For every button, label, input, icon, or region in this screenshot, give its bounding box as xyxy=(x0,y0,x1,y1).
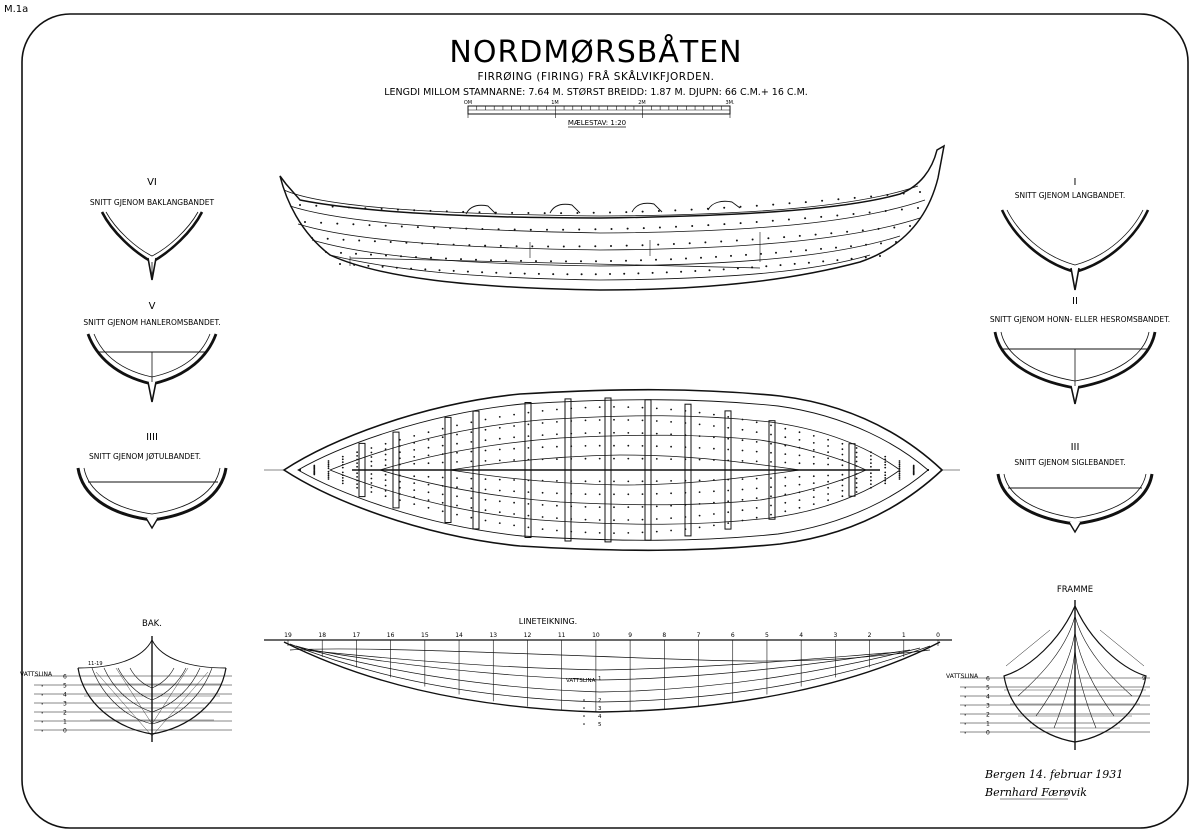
section-i-numeral: I xyxy=(1074,177,1077,188)
section-ii: II SNITT GJENOM HONN- ELLER HESROMSBANDE… xyxy=(990,296,1170,405)
section-v: V SNITT GJENOM HANLEROMSBANDET. xyxy=(83,301,221,403)
lines-waterline-number: 2 xyxy=(598,698,602,704)
scale-tick-3: 3M. xyxy=(725,100,734,106)
waterline-number: 6 xyxy=(986,676,990,683)
station-label: 8 xyxy=(662,632,666,639)
waterline-number: 2 xyxy=(63,710,67,717)
station-label: 9 xyxy=(628,632,632,639)
sheet-border xyxy=(21,13,1189,829)
station-label: 5 xyxy=(765,632,769,639)
section-vi: VI SNITT GJENOM BAKLANGBANDET xyxy=(90,177,215,281)
waterline-number: 3 xyxy=(986,703,990,710)
section-i-caption: SNITT GJENOM LANGBANDET. xyxy=(1015,191,1126,200)
section-v-numeral: V xyxy=(149,301,156,312)
waterline-dot: • xyxy=(41,702,43,707)
waterline-number: 4 xyxy=(986,694,990,701)
station-label: 10 xyxy=(592,632,600,639)
waterline-number: 5 xyxy=(63,683,67,690)
waterline-dot: • xyxy=(41,684,43,689)
section-ii-numeral: II xyxy=(1072,296,1078,307)
waterline-dot: • xyxy=(964,686,966,691)
signature-name: Bernhard Færøvik xyxy=(984,786,1087,799)
section-iiii-numeral: IIII xyxy=(146,432,158,443)
lines-waterline-label: VATTSLINA xyxy=(566,678,596,684)
boat-dimensions: LENGDI MILLOM STAMNARNE: 7.64 M. STØRST … xyxy=(384,87,808,98)
lines-waterline-number: 1 xyxy=(598,676,602,682)
station-label: 3 xyxy=(833,632,837,639)
section-iii-numeral: III xyxy=(1071,442,1080,453)
section-iii-caption: SNITT GJENOM SIGLEBANDET. xyxy=(1014,458,1125,467)
station-label: 6 xyxy=(731,632,735,639)
scale-tick-0: OM xyxy=(464,100,472,106)
waterline-dot: • xyxy=(41,711,43,716)
station-label: 4 xyxy=(799,632,803,639)
section-iiii: IIII SNITT GJENOM JØTULBANDET. xyxy=(76,432,228,530)
station-label: 7 xyxy=(697,632,701,639)
station-label: 0 xyxy=(936,632,940,639)
station-label: 13 xyxy=(489,632,497,639)
station-label: 16 xyxy=(387,632,395,639)
scale-label: MÆLESTAV: 1:20 xyxy=(568,119,626,127)
stern-body-view: BAK. 11-19 VATTSLINA 6 5 • 4 • 3 • 2 • 1 • 0 • xyxy=(20,619,232,742)
station-label: 14 xyxy=(455,632,463,639)
waterline-number: 3 xyxy=(63,701,67,708)
station-label: 1 xyxy=(902,632,906,639)
waterline-dot: • xyxy=(41,720,43,725)
section-iii: III SNITT GJENOM SIGLEBANDET. xyxy=(996,442,1154,534)
bow-waterline-label: VATTSLINA xyxy=(946,673,979,680)
waterline-dot: • xyxy=(964,704,966,709)
station-label: 17 xyxy=(353,632,361,639)
bow-label: FRAMME xyxy=(1057,585,1093,595)
lines-waterline-number: 4 xyxy=(598,714,602,720)
station-label: 15 xyxy=(421,632,429,639)
waterline-dot: • xyxy=(964,731,966,736)
lines-waterline-number: 5 xyxy=(598,722,602,728)
waterline-number: 0 xyxy=(63,728,67,735)
waterline-number: 5 xyxy=(986,685,990,692)
side-profile-view xyxy=(279,144,946,291)
station-label: 12 xyxy=(524,632,532,639)
waterline-number: 2 xyxy=(986,712,990,719)
section-v-caption: SNITT GJENOM HANLEROMSBANDET. xyxy=(83,318,220,327)
waterline-number: 4 xyxy=(63,692,67,699)
waterline-number: 1 xyxy=(986,721,990,728)
scale-bar: OM 1M 2M 3M. MÆLESTAV: 1:20 xyxy=(464,100,735,128)
scale-tick-2: 2M xyxy=(638,100,646,106)
scale-tick-1: 1M xyxy=(551,100,559,106)
station-label: 18 xyxy=(318,632,326,639)
bow-station-mark: 9 xyxy=(1142,676,1145,682)
section-ii-caption: SNITT GJENOM HONN- ELLER HESROMSBANDET. xyxy=(990,315,1170,324)
stern-label: BAK. xyxy=(142,619,162,629)
lines-title: LINETEIKNING. xyxy=(519,617,577,626)
plan-view xyxy=(264,388,960,552)
stern-station-mark: 11-19 xyxy=(88,661,103,667)
lines-waterline-number: 3 xyxy=(598,706,602,712)
drawing-title: NORDMØRSBÅTEN xyxy=(449,34,742,70)
section-iiii-caption: SNITT GJENOM JØTULBANDET. xyxy=(89,452,201,461)
waterline-number: 0 xyxy=(986,730,990,737)
waterline-dot: • xyxy=(964,722,966,727)
waterline-dot: • xyxy=(964,695,966,700)
bow-body-view: FRAMME 9 VATTSLINA 6 5 • 4 • 3 • 2 • 1 • 0 • xyxy=(946,585,1150,750)
waterline-dot: • xyxy=(41,729,43,734)
signature-place-date: Bergen 14. februar 1931 xyxy=(984,768,1123,781)
waterline-number: 6 xyxy=(63,674,67,681)
section-i: I SNITT GJENOM LANGBANDET. xyxy=(1000,177,1150,291)
section-vi-numeral: VI xyxy=(147,177,157,188)
waterline-number: 1 xyxy=(63,719,67,726)
station-label: 2 xyxy=(868,632,872,639)
sheet-id: M.1a xyxy=(4,4,28,15)
waterline-dot: • xyxy=(41,693,43,698)
station-label: 19 xyxy=(284,632,292,639)
station-label: 11 xyxy=(558,632,566,639)
waterline-dot: • xyxy=(964,713,966,718)
stern-waterline-label: VATTSLINA xyxy=(20,671,53,678)
drawing-subtitle: FIRRØING (FIRING) FRÅ SKÅLVIKFJORDEN. xyxy=(477,70,714,83)
section-vi-caption: SNITT GJENOM BAKLANGBANDET xyxy=(90,198,215,207)
